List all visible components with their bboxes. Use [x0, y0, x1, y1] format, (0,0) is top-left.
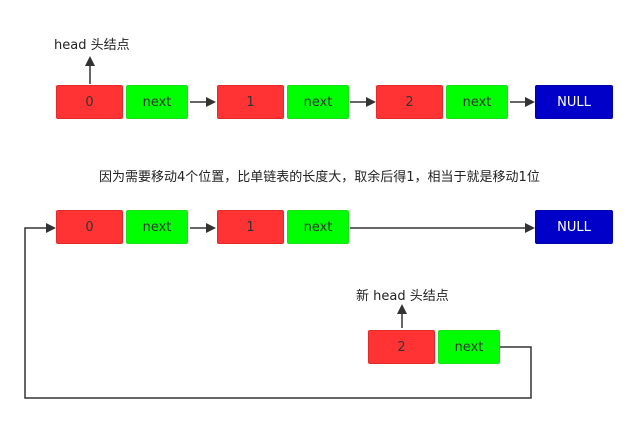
top-node-0-next: next — [126, 85, 188, 119]
new-head-label: 新 head 头结点 — [356, 289, 449, 304]
top-null-terminal: NULL — [535, 85, 613, 119]
new-head-node-value: 2 — [368, 330, 435, 364]
new-head-node-next: next — [438, 330, 500, 364]
head-label: head 头结点 — [54, 38, 130, 53]
bottom-node-1-next: next — [287, 210, 349, 244]
top-node-2-value: 2 — [376, 85, 443, 119]
top-node-0-value: 0 — [56, 85, 123, 119]
top-node-2-next: next — [446, 85, 508, 119]
explanation-caption: 因为需要移动4个位置，比单链表的长度大，取余后得1，相当于就是移动1位 — [99, 170, 540, 185]
bottom-node-0-next: next — [126, 210, 188, 244]
bottom-node-0-value: 0 — [56, 210, 123, 244]
top-node-1-value: 1 — [217, 85, 284, 119]
bottom-node-1-value: 1 — [217, 210, 284, 244]
loop-arrow-2-to-0 — [24, 223, 532, 399]
bottom-null-terminal: NULL — [535, 210, 613, 244]
top-node-1-next: next — [287, 85, 349, 119]
